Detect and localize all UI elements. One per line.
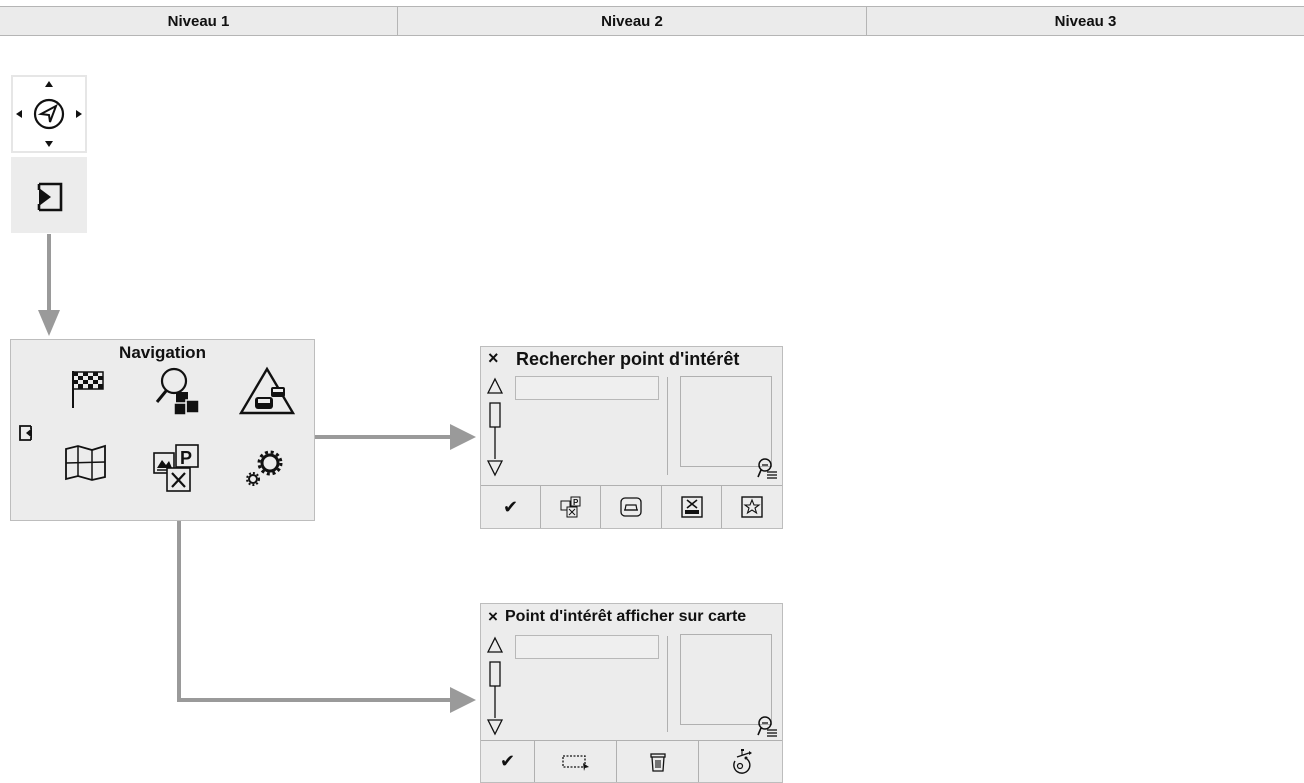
scrollbar[interactable] [485,636,505,736]
poi-search-icon[interactable] [154,364,204,416]
screen-title: Point d'intérêt afficher sur carte [505,608,747,625]
level-1-header: Niveau 1 [167,12,230,30]
screen-title: Rechercher point d'intérêt [516,349,740,369]
back-icon[interactable] [17,423,37,443]
level-3-header: Niveau 3 [866,7,1304,35]
navigation-menu: Navigation [10,339,315,521]
toolbar-separator [481,740,782,741]
poi-search-screen: × Rechercher point d'intérêt ✔ P [480,346,783,529]
level-header: Niveau 1 Niveau 2 Niveau 3 [0,6,1304,36]
zoom-list-icon[interactable] [757,457,779,479]
destination-flag-icon[interactable] [69,368,109,410]
map-preview [680,376,772,467]
toolbar-separator [481,485,782,486]
poi-categories-icon[interactable]: P [152,443,202,495]
map-preview [680,634,772,725]
poi-categories-button[interactable]: P [541,486,601,528]
search-input[interactable] [515,635,659,659]
poi-map-screen: × Point d'intérêt afficher sur carte ✔ [480,603,783,783]
check-icon[interactable]: ✔ [481,486,541,528]
usb-button[interactable] [699,741,782,782]
poi-categories-icon: P [560,496,580,518]
level-2-header: Niveau 2 [397,7,866,35]
close-icon[interactable]: × [488,607,498,626]
settings-gears-icon[interactable] [245,448,285,488]
divider [667,636,668,732]
navigation-compass-icon [16,81,82,147]
svg-text:P: P [180,448,192,468]
close-icon[interactable]: × [488,348,499,368]
zoom-list-icon[interactable] [757,715,779,737]
enter-icon [37,182,63,212]
navigation-title: Navigation [119,343,206,362]
arrow-to-map-screen [177,498,458,702]
favorites-button[interactable] [722,486,782,528]
scrollbar[interactable] [485,377,505,477]
usb-icon [732,748,752,774]
traffic-icon[interactable] [238,366,296,416]
select-area-icon [561,754,589,771]
select-area-button[interactable] [535,741,617,782]
navigation-compass-button[interactable] [11,75,87,153]
star-icon [741,496,763,518]
trash-icon [649,752,666,772]
hotel-restaurant-icon [680,496,703,518]
divider [667,377,668,475]
search-input[interactable] [515,376,659,400]
car-icon [620,497,642,517]
enter-button[interactable] [11,157,87,233]
check-icon[interactable]: ✔ [481,741,535,782]
map-icon[interactable] [63,444,109,482]
car-button[interactable] [601,486,662,528]
hotel-restaurant-button[interactable] [662,486,722,528]
svg-text:P: P [573,498,579,507]
delete-button[interactable] [617,741,699,782]
